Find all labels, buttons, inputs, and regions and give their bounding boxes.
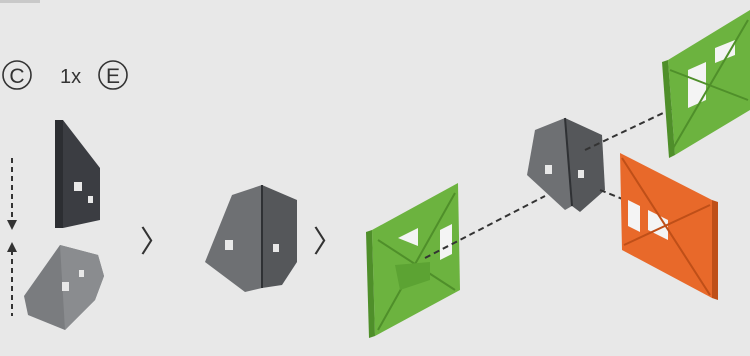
quantity-label: 1x [60,66,81,88]
vertical-dashed-arrows-icon [7,158,17,316]
connection-dashed-line-1 [424,195,546,259]
part-e-label: E [106,65,120,88]
corner-piece-attached [527,117,605,212]
connection-dashed-line-2 [584,104,681,201]
cropped-top-text [0,0,40,3]
part-c-circle [2,60,32,90]
step-arrow-2: 〉 [313,226,343,259]
green-plate-back [662,10,750,158]
gray-half-piece [24,245,104,330]
step-arrow-1: 〉 [140,226,170,259]
part-e-circle [98,60,128,90]
assembled-corner-piece [205,185,297,292]
part-c-badge: C [2,60,32,90]
dark-half-piece [55,120,100,228]
orange-plate [620,153,718,300]
part-e-badge: E [98,60,128,90]
green-plate-front [366,183,460,338]
part-c-label: C [9,65,24,88]
